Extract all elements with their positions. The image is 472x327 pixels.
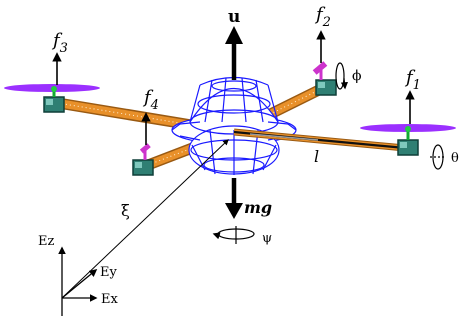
label-ez: Ez bbox=[38, 234, 54, 249]
roll-rotation-indicator bbox=[335, 62, 349, 90]
label-f1: f1 bbox=[404, 67, 421, 93]
label-ex: Ex bbox=[101, 292, 118, 307]
label-f3: f3 bbox=[51, 30, 68, 56]
arm-length-line bbox=[249, 133, 319, 141]
svg-text:f1: f1 bbox=[404, 67, 421, 93]
label-l: l bbox=[314, 147, 319, 166]
input-u-arrow bbox=[225, 26, 243, 80]
yaw-rotation-indicator bbox=[212, 226, 255, 244]
pitch-rotation-indicator bbox=[430, 144, 446, 170]
svg-text:f3: f3 bbox=[51, 30, 68, 56]
label-u: u bbox=[228, 7, 240, 27]
rotor-f2 bbox=[312, 61, 337, 96]
rotor-f4 bbox=[132, 143, 154, 176]
inertial-frame bbox=[58, 246, 98, 316]
label-f4: f4 bbox=[142, 87, 159, 113]
label-xi: ξ bbox=[121, 201, 130, 220]
label-phi: ϕ bbox=[352, 68, 362, 84]
label-theta: θ bbox=[451, 151, 459, 166]
label-psi: ψ bbox=[262, 231, 272, 246]
rotor-f1 bbox=[360, 124, 456, 156]
rotor-f3 bbox=[4, 84, 100, 113]
body-wireframe bbox=[171, 76, 297, 175]
label-f2: f2 bbox=[314, 4, 331, 30]
svg-text:f4: f4 bbox=[142, 87, 159, 113]
svg-text:f2: f2 bbox=[314, 4, 331, 30]
label-mg: mg bbox=[244, 198, 272, 217]
frame-axis-y bbox=[61, 269, 98, 299]
gravity-arrow bbox=[225, 178, 243, 219]
label-ey: Ey bbox=[100, 265, 117, 280]
